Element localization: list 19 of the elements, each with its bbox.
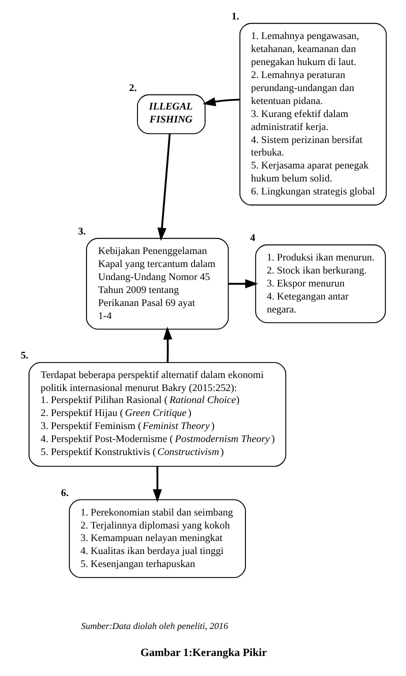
node-label: 5. [20, 350, 28, 362]
arrow [152, 466, 162, 502]
node-box: 1. Produksi ikan menurun. 2. Stock ikan berkurang. 3. Ekspor menurun 4. Ketegangan antar negara. [254, 244, 386, 324]
node-label: 2. [128, 82, 136, 94]
diagram-title: Gambar 1:Kerangka Pikir [140, 646, 266, 659]
arrow [202, 97, 240, 106]
arrow [162, 326, 172, 362]
arrow [156, 134, 170, 241]
node-label: 4 [250, 232, 255, 244]
node-box: Terdapat beberapa perspektif alternatif dalam ekonomi politik internasional menurut Bakry (2015:252): 1. Perspektif Pilihan Rasional (Rational Choice) 2. Perspektif Hijau (Green Critique) 3. Perspektif Feminism (Feminist Theory) 4. Perspektif Post-Modernisme (Postmodernism Theory) 5. Perspektif Konstruktivis (Constructivism) [28, 362, 286, 467]
node-box: 1. Lemahnya pengawasan, ketahanan, keamanan dan penegakan hukum di laut. 2. Lemahnya peraturan perundang-undangan dan ketentuan pidana. 3. Kurang efektif dalam administratif kerja. 4. Sistem perizinan bersifat terbuka. 5. Kerjasama aparat penegak hukum belum solid. 6. Lingkungan strategis global [238, 22, 386, 206]
label: Sumber:Data diolah oleh peneliti, 2016 [80, 622, 228, 632]
node-box: Kebijakan Penenggelaman Kapal yang tercantum dalam Undang-Undang Nomor 45 Tahun 2009 tentang Perikanan Pasal 69 ayat 1-4 [86, 238, 228, 330]
node-box: 1. Perekonomian stabil dan seimbang 2. Terjalinnya diplomasi yang kokoh 3. Kemampuan nelayan meningkat 4. Kualitas ikan berdaya jual tinggi 5. Kesenjangan terhapuskan [68, 499, 246, 578]
node-label: 3. [78, 226, 86, 238]
node-label: 1. [231, 11, 239, 22]
arrow [228, 279, 258, 288]
node-label: 6. [60, 488, 68, 499]
node-box: ILLEGAL FISHING [136, 94, 206, 134]
